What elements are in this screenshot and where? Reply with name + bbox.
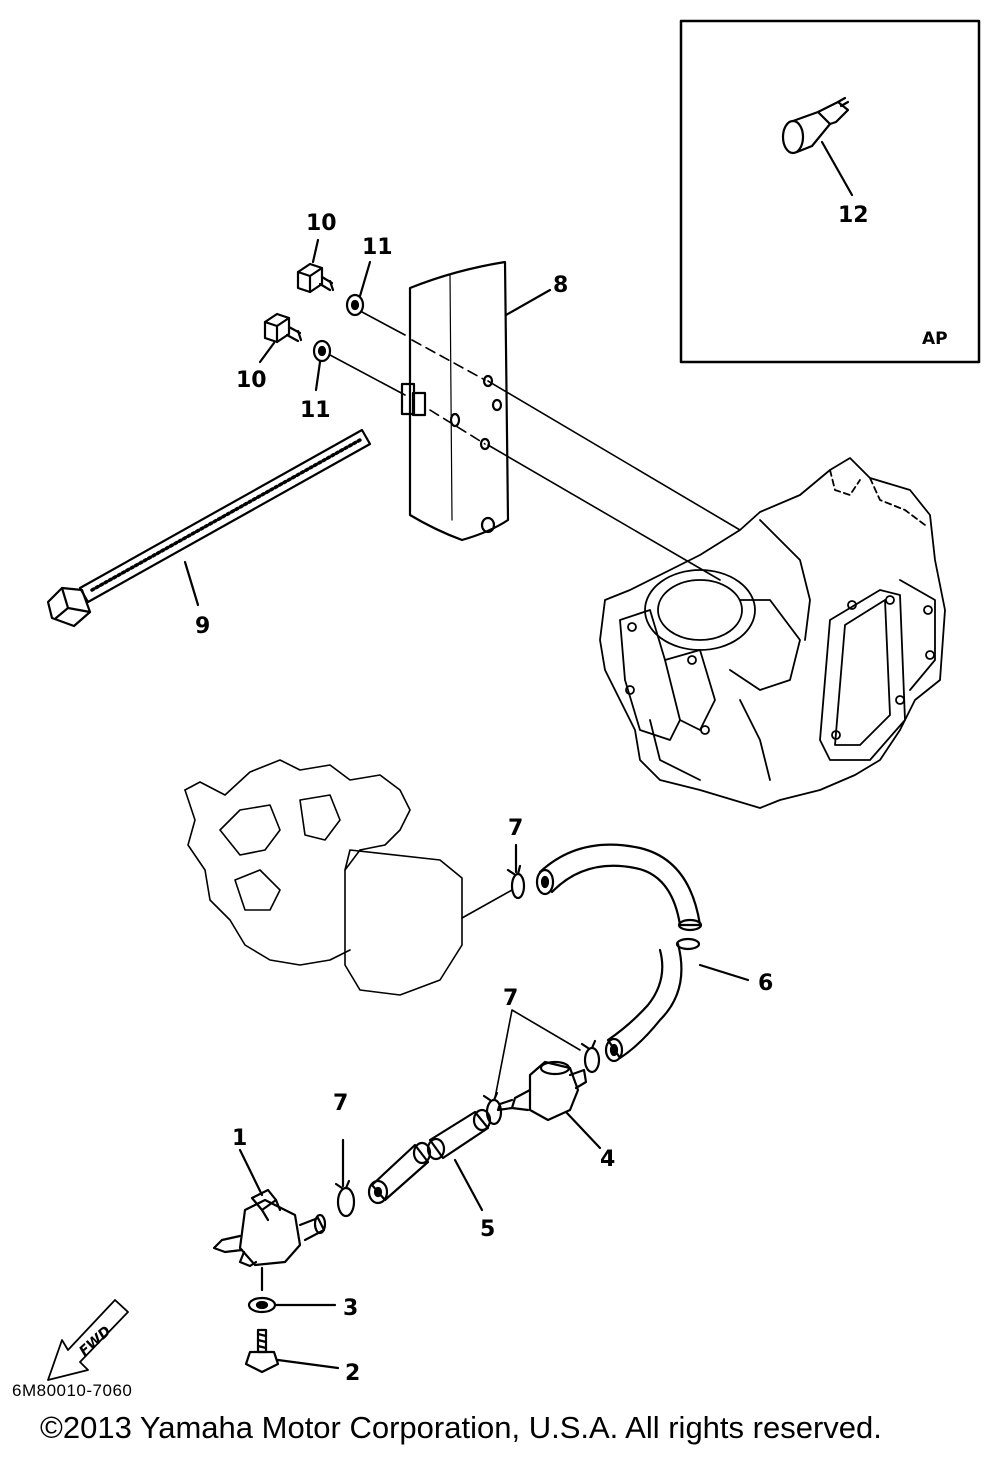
part-6-hose-upper [535, 843, 703, 932]
callout-12: 12 [838, 203, 869, 228]
callout-9: 9 [195, 614, 210, 639]
fwd-arrow-icon [47, 1299, 129, 1381]
part-6-hose-lower [604, 937, 750, 1063]
callout-5: 5 [480, 1217, 495, 1242]
part-3-washer [247, 1296, 337, 1314]
callout-6: 6 [758, 971, 773, 996]
part-7-clip-left [334, 1138, 356, 1218]
callout-10-upper: 10 [306, 211, 337, 236]
part-11-washer-lower [312, 339, 332, 392]
inset-box [679, 19, 981, 364]
clip-7-leader [494, 1009, 581, 1099]
callout-10-lower: 10 [236, 368, 267, 393]
part-10-bolt-lower [258, 312, 303, 364]
callout-8: 8 [553, 273, 568, 298]
callout-3: 3 [343, 1296, 358, 1321]
part-7-clip-top [506, 843, 526, 900]
part-9-tie-strap [46, 428, 372, 628]
part-4-fuel-filter [496, 1060, 602, 1150]
fwd-label: FWD [76, 1323, 114, 1359]
diagram-code: 6M80010-7060 [12, 1381, 133, 1400]
assembly-leader-lines [329, 311, 741, 581]
callout-4: 4 [600, 1147, 615, 1172]
copyright-notice: ©2013 Yamaha Motor Corporation, U.S.A. A… [40, 1410, 882, 1445]
part-8-cover [400, 260, 552, 542]
cylinder-block [599, 457, 946, 809]
carburetor-outline [184, 759, 463, 996]
callout-7-middle: 7 [503, 986, 518, 1011]
part-10-bolt-upper [296, 238, 335, 294]
callout-7-top: 7 [508, 816, 523, 841]
part-5-hose [367, 1108, 492, 1212]
callout-1: 1 [232, 1126, 247, 1151]
callout-11-upper: 11 [362, 235, 393, 260]
callout-2: 2 [345, 1361, 360, 1386]
callout-7-left: 7 [333, 1091, 348, 1116]
carb-to-hose-line [461, 889, 513, 919]
callout-11-lower: 11 [300, 398, 331, 423]
part-7-clip-right [580, 1039, 601, 1074]
inset-label: AP [922, 329, 948, 349]
part-2-screw [244, 1328, 340, 1374]
part-12-fitting [781, 96, 854, 197]
part-11-washer-upper [345, 260, 372, 317]
part-1-fuel-cock [212, 1148, 327, 1292]
